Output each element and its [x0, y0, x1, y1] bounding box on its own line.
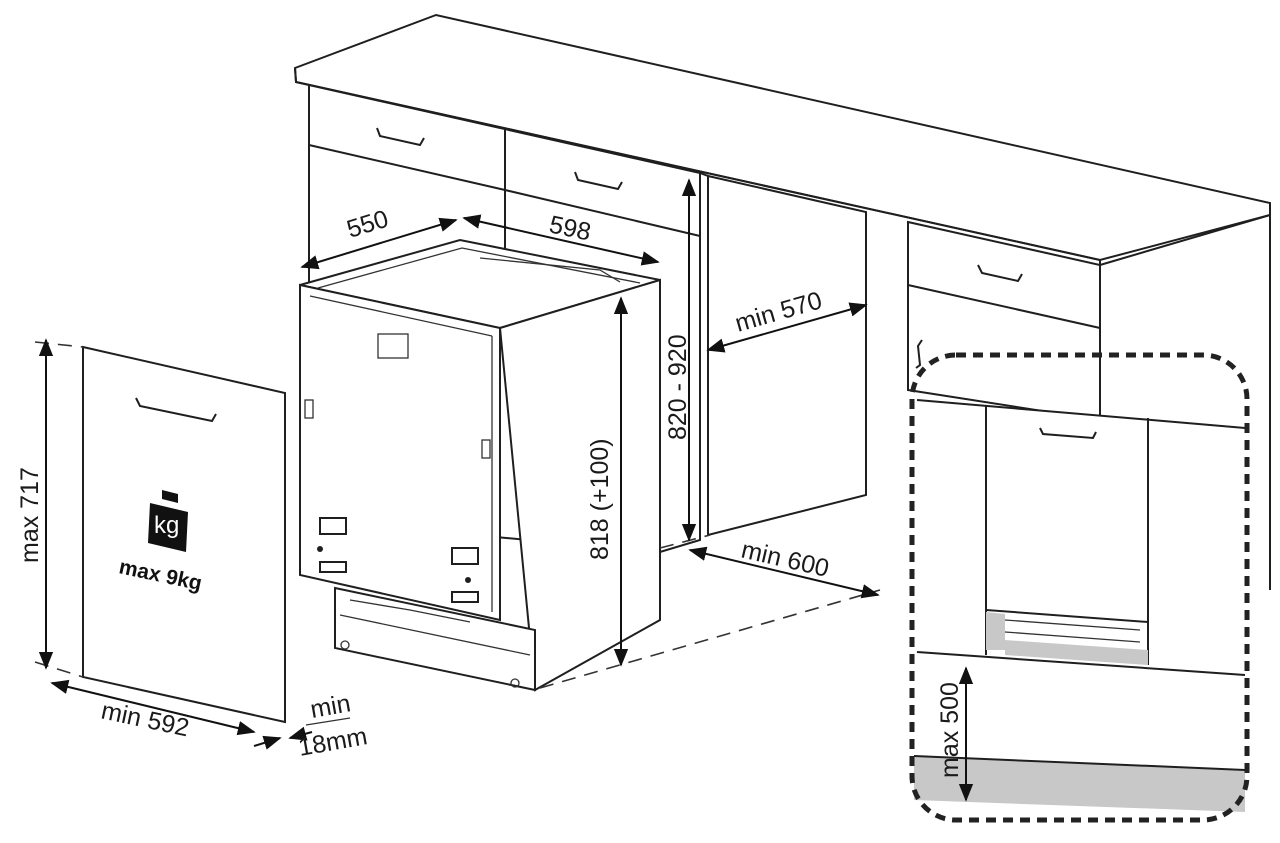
floor-shading: [914, 756, 1245, 812]
panel-thickness-value-label: 18mm: [296, 722, 369, 762]
drawer-handle-icon: [977, 264, 1023, 283]
weight-icon: kg: [148, 490, 188, 552]
dimension-arrows: [38, 178, 974, 802]
panel-thickness-min-label: min: [308, 689, 353, 724]
panel-handle-icon: [135, 397, 217, 423]
inset-handle-icon: [1039, 427, 1097, 440]
weight-icon-label: kg: [154, 512, 179, 539]
front-bracket: [377, 333, 409, 359]
height-adjust-label: 818 (+100): [586, 438, 614, 560]
niche-width-label: min 600: [739, 536, 832, 583]
panel-height-label: max 717: [16, 467, 44, 563]
inset-dashed-border: [909, 352, 1250, 823]
dimension-labels: 550 598 818 (+100) 820 - 920 min 570 min…: [16, 205, 964, 778]
drawer-handle-icon: [574, 171, 623, 191]
panel-width-label: min 592: [99, 696, 192, 742]
plinth-height-label: max 500: [936, 682, 964, 778]
door-panel: kg max 9kg: [82, 345, 286, 724]
niche-height-label: 820 - 920: [664, 334, 692, 440]
drawer-handle-icon: [376, 127, 425, 147]
plinth-detail-inset: [909, 352, 1250, 823]
